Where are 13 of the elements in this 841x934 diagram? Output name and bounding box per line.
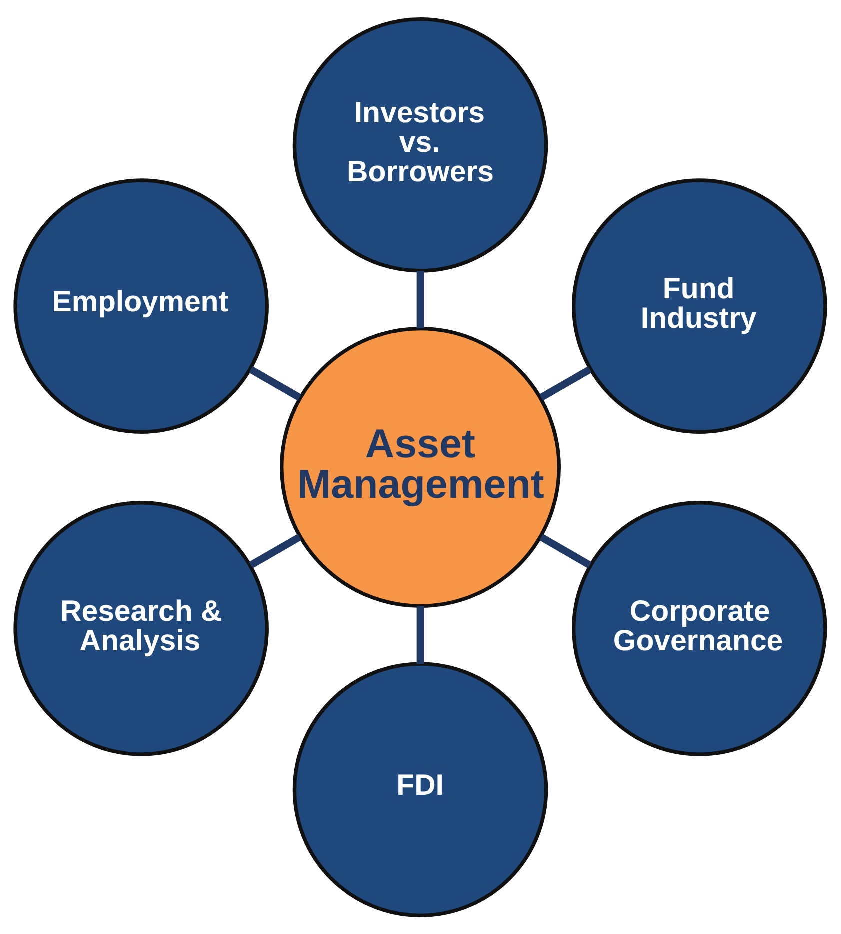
node-circle: Fund Industry: [572, 178, 828, 434]
node-circle: Employment: [14, 178, 269, 434]
connector: [416, 270, 424, 328]
node-circle: Corporate Governance: [572, 500, 828, 756]
node-circle: Investors vs. Borrowers: [292, 17, 548, 272]
connector: [249, 366, 302, 400]
node-circle: FDI: [292, 662, 548, 917]
connector: [540, 534, 592, 568]
connector: [540, 366, 592, 400]
connector: [249, 534, 302, 568]
connector: [416, 606, 424, 664]
node-circle: Asset Management: [280, 326, 561, 608]
node-circle: Research & Analysis: [14, 500, 269, 756]
